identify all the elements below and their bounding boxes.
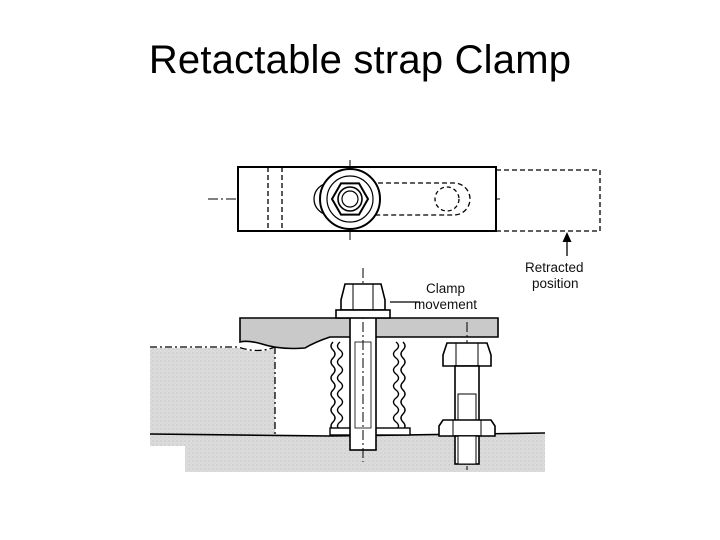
retracted-position-label-2: position xyxy=(532,276,579,291)
spring xyxy=(330,341,406,431)
slide-title: Retactable strap Clamp xyxy=(148,38,572,82)
clamp-movement-label: Clamp xyxy=(426,281,465,296)
plan-view xyxy=(208,160,601,256)
clamp-movement-label-2: movement xyxy=(414,297,477,312)
side-view xyxy=(149,268,546,472)
retracted-position-label: Retracted xyxy=(525,260,584,275)
